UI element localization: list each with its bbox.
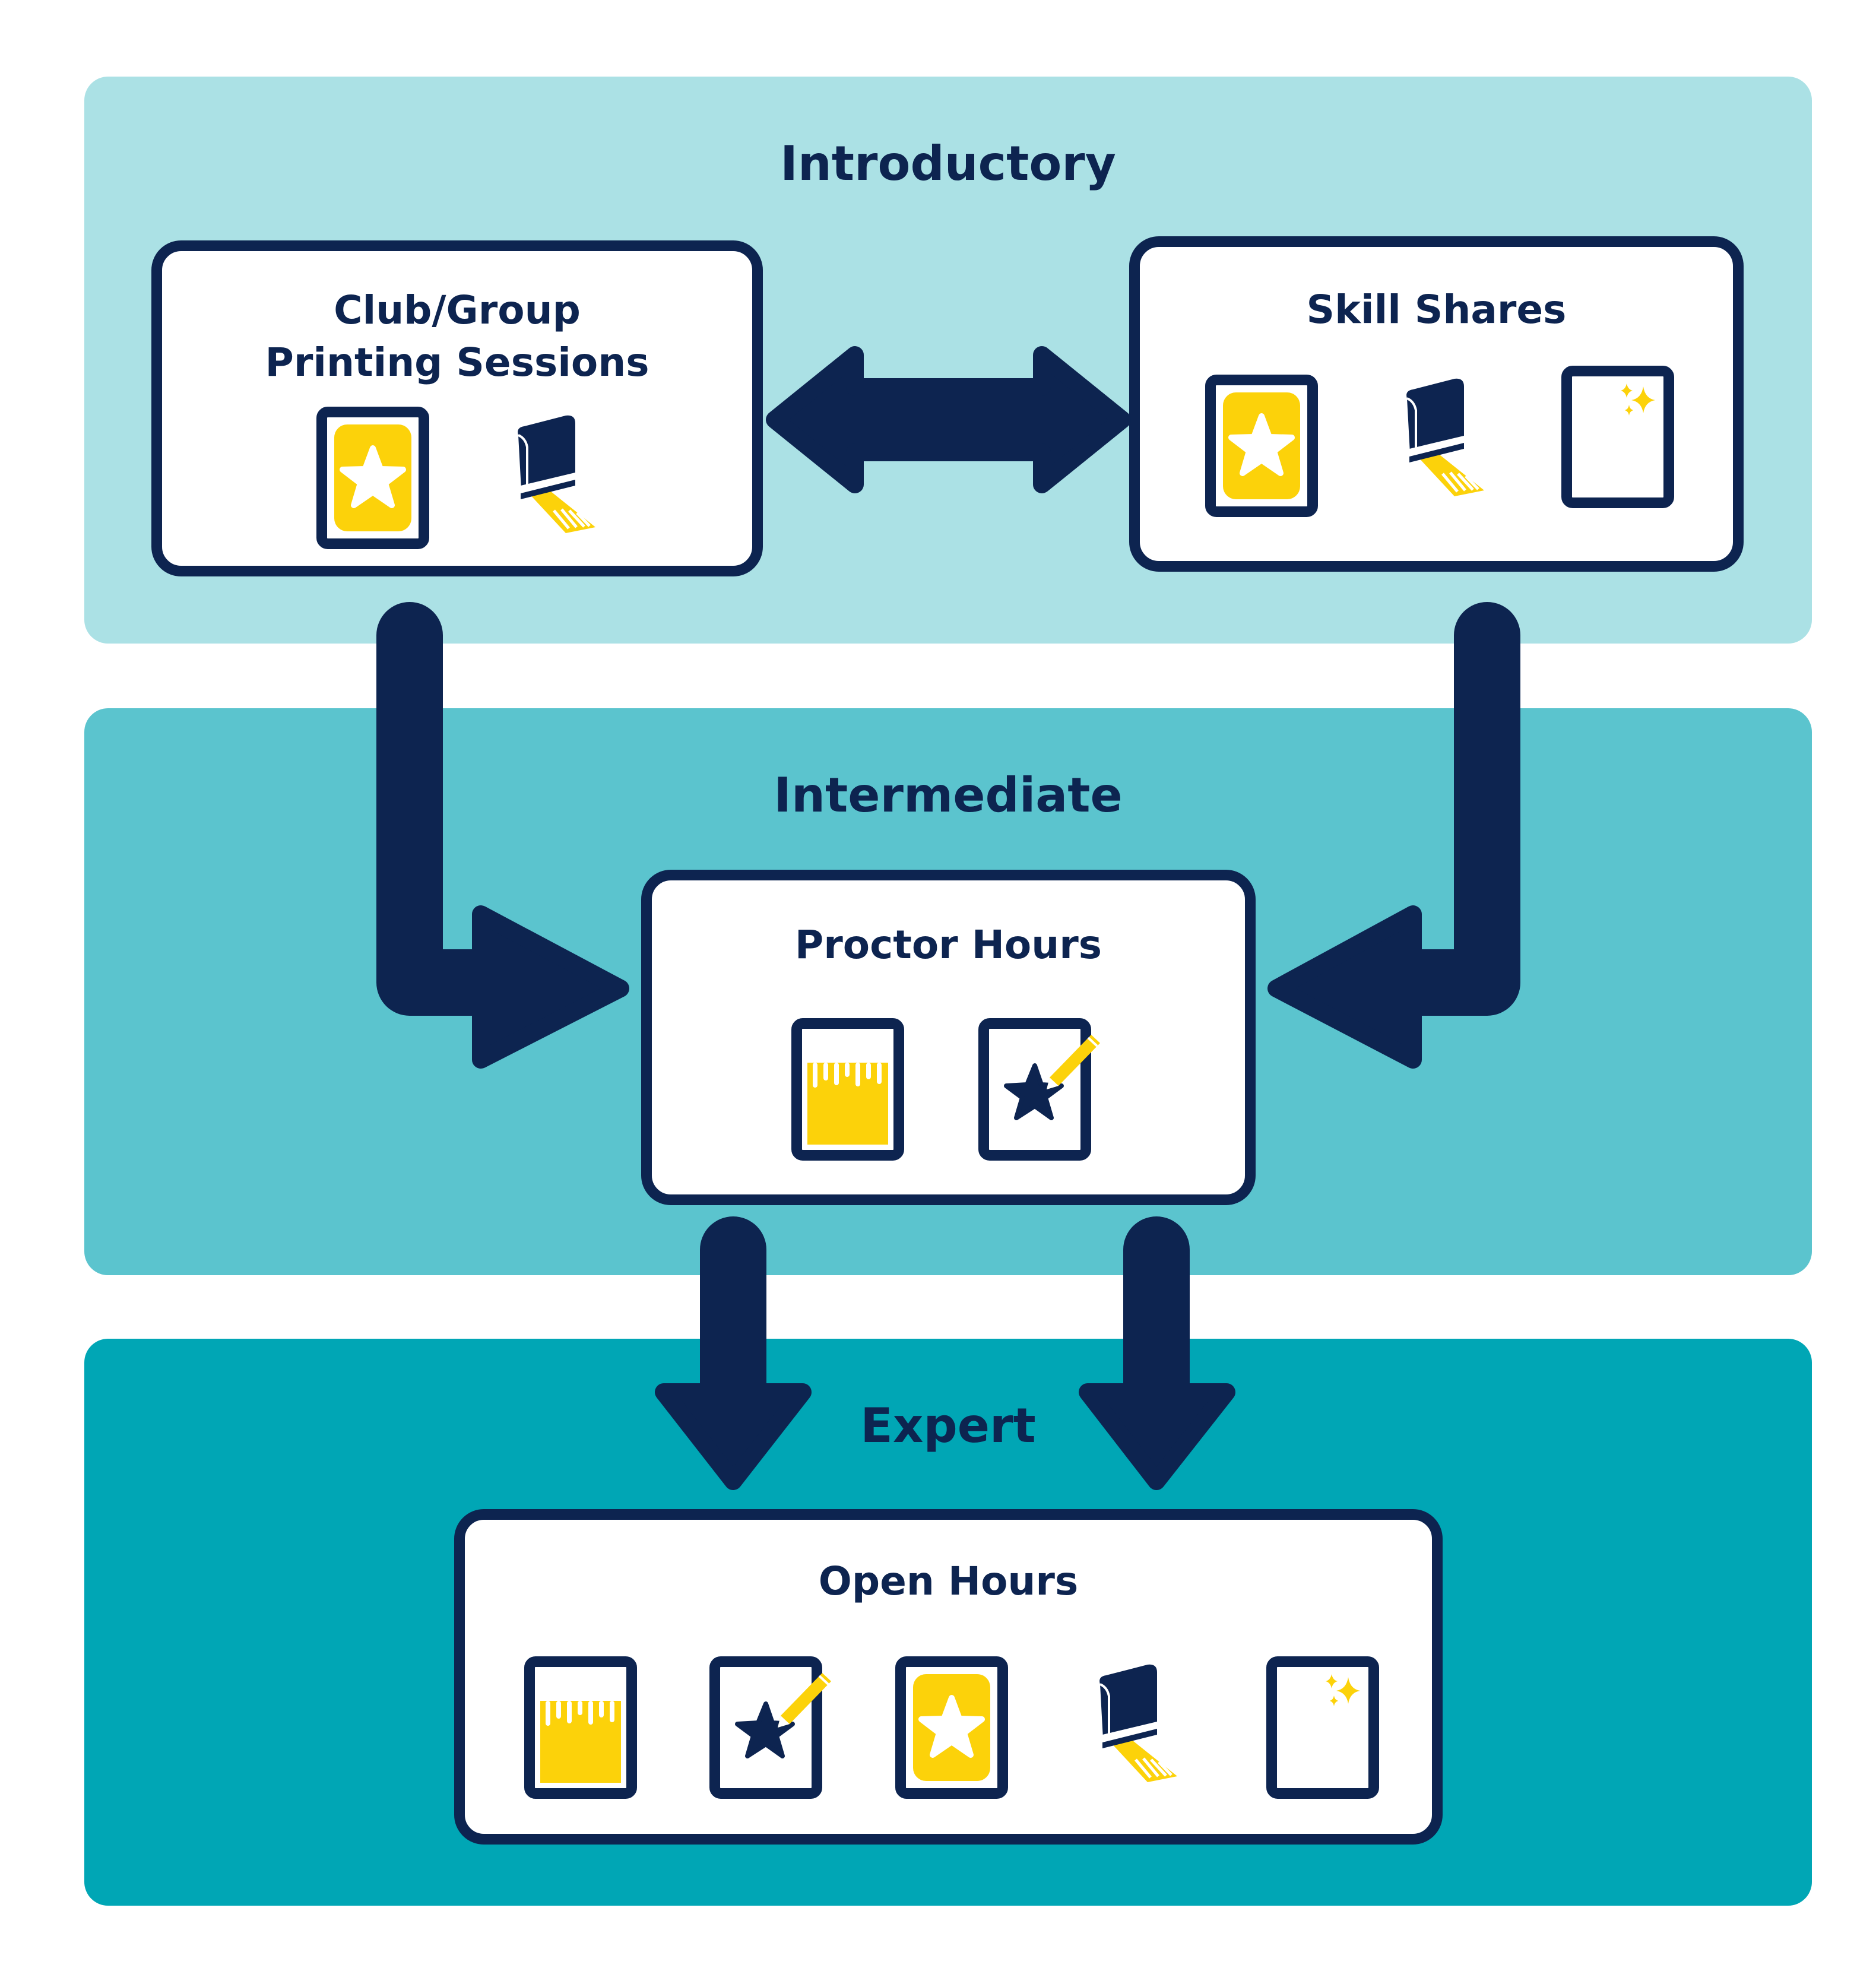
box-club-group-printing-sessions: Club/Group Printing Sessions — [151, 240, 763, 576]
down-arrow-right-head — [1079, 1383, 1235, 1490]
elbow-arrowhead-skill — [1267, 905, 1422, 1069]
tier-title-expert: Expert — [860, 1398, 1036, 1453]
box-title-proctor: Proctor Hours — [794, 922, 1102, 968]
box-title-skill: Skill Shares — [1306, 287, 1567, 332]
box-skill-shares: Skill Shares — [1129, 236, 1744, 572]
box-title-open: Open Hours — [818, 1558, 1079, 1604]
tier-title-intermediate: Intermediate — [774, 768, 1123, 823]
down-arrow-left-head — [655, 1383, 812, 1490]
box-open-hours: Open Hours — [454, 1509, 1443, 1845]
elbow-arrowhead-club — [472, 905, 629, 1069]
tier-title-introductory: Introductory — [780, 136, 1116, 191]
box-title-club: Club/Group Printing Sessions — [265, 287, 649, 385]
box-proctor-hours: Proctor Hours — [641, 870, 1256, 1205]
bidirectional-arrow — [766, 346, 1131, 493]
